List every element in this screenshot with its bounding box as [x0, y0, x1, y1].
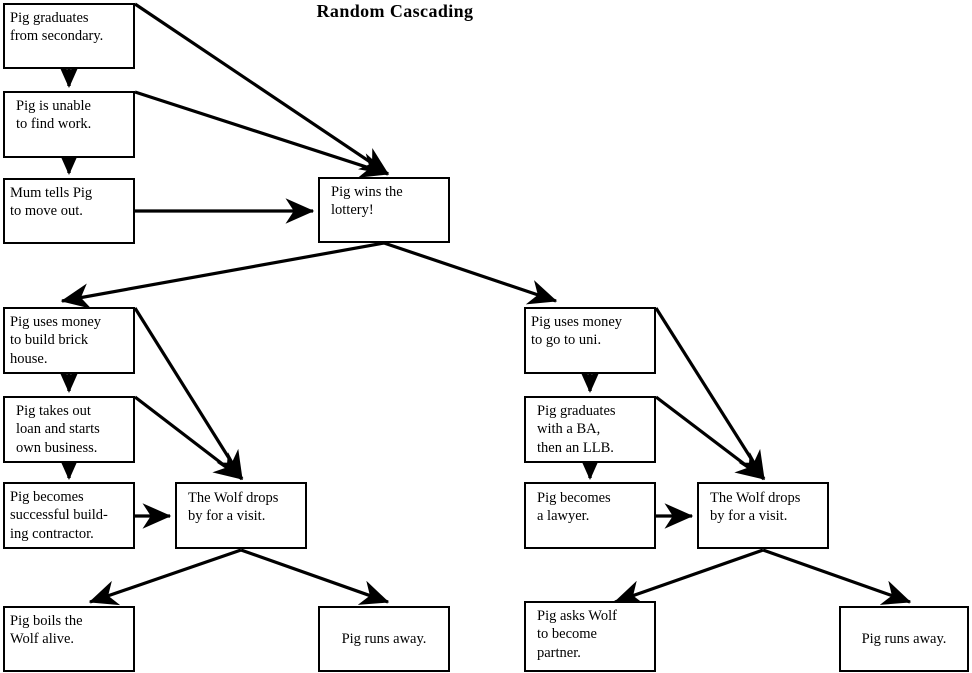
flowchart-node[interactable]: Pig takes out loan and starts own busine… — [3, 396, 135, 463]
flowchart-node[interactable]: The Wolf drops by for a visit. — [175, 482, 307, 549]
flowchart-node[interactable]: Pig becomes a lawyer. — [524, 482, 656, 549]
flowchart-edge — [134, 395, 244, 481]
node-label: The Wolf drops by for a visit. — [188, 490, 279, 525]
node-label: Pig runs away. — [861, 630, 947, 647]
flowchart-edge — [383, 241, 558, 305]
flowchart-edge — [613, 548, 764, 605]
flowchart-node[interactable]: Pig graduates with a BA, then an LLB. — [524, 396, 656, 463]
node-label: Pig takes out loan and starts own busine… — [16, 403, 100, 456]
flowchart-node[interactable]: Pig is unable to find work. — [3, 91, 135, 158]
node-label: Pig becomes a lawyer. — [537, 490, 611, 525]
flowchart-node[interactable]: Mum tells Pig to move out. — [3, 178, 135, 244]
flowchart-edge — [240, 548, 390, 605]
flowchart-node[interactable]: Pig runs away. — [318, 606, 450, 672]
flowchart-edge — [762, 548, 912, 605]
flowchart-node[interactable]: Pig uses money to build brick house. — [3, 307, 135, 374]
node-label: Pig uses money to build brick house. — [10, 314, 102, 367]
flowchart-edge — [60, 241, 385, 309]
flowchart-node[interactable]: The Wolf drops by for a visit. — [697, 482, 829, 549]
node-label: Pig uses money to go to uni. — [531, 314, 623, 349]
flowchart-node[interactable]: Pig runs away. — [839, 606, 969, 672]
flowchart-edge — [655, 395, 766, 481]
node-label: Pig graduates with a BA, then an LLB. — [537, 403, 616, 456]
flowchart-node[interactable]: Pig graduates from secondary. — [3, 3, 135, 69]
node-label: Pig is unable to find work. — [16, 98, 92, 133]
node-label: The Wolf drops by for a visit. — [710, 490, 801, 525]
flowchart-node[interactable]: Pig boils the Wolf alive. — [3, 606, 135, 672]
flowchart-node[interactable]: Pig wins the lottery! — [318, 177, 450, 243]
node-label: Pig becomes successful build- ing contra… — [10, 489, 108, 542]
flowchart-node[interactable]: Pig uses money to go to uni. — [524, 307, 656, 374]
node-label: Pig asks Wolf to become partner. — [537, 608, 617, 661]
flowchart-node[interactable]: Pig becomes successful build- ing contra… — [3, 482, 135, 549]
node-label: Pig graduates from secondary. — [10, 10, 104, 45]
node-label: Pig runs away. — [341, 630, 427, 647]
node-label: Mum tells Pig to move out. — [10, 185, 93, 220]
flowchart-edge — [133, 307, 244, 481]
flowchart-edge — [134, 2, 390, 176]
node-label: Pig boils the Wolf alive. — [10, 613, 83, 648]
flowchart-node[interactable]: Pig asks Wolf to become partner. — [524, 601, 656, 672]
node-label: Pig wins the lottery! — [331, 184, 403, 219]
flowchart-edge — [134, 90, 390, 178]
flowchart-edge — [654, 307, 766, 481]
flowchart-edge — [88, 548, 242, 606]
